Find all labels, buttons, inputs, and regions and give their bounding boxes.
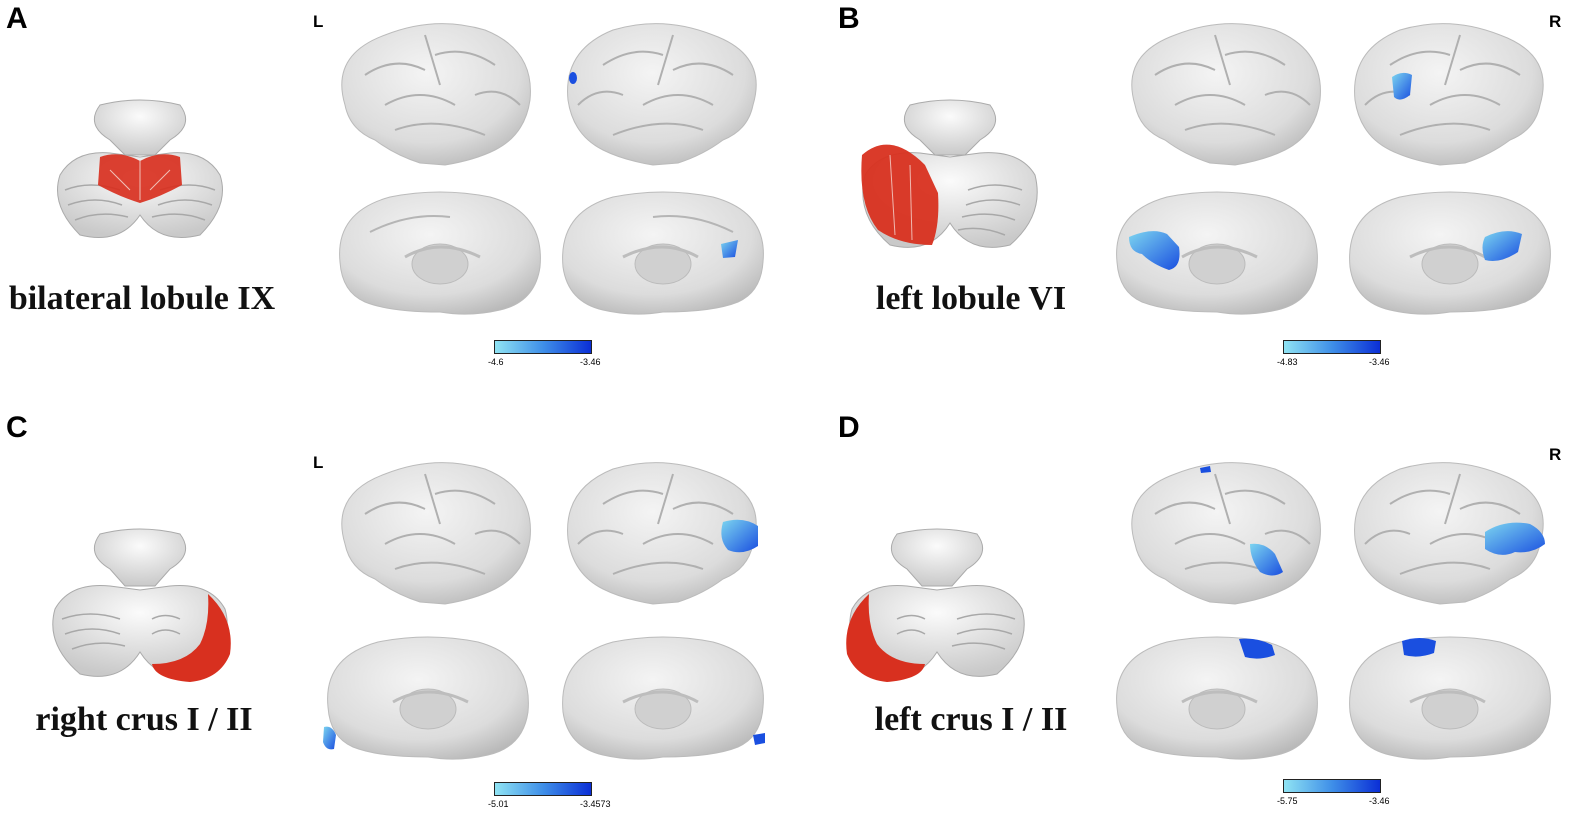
colorbar-min: -5.75	[1277, 796, 1298, 806]
colorbar-gradient	[494, 340, 592, 354]
region-label: bilateral lobule IX	[8, 280, 276, 317]
brain-medial-right	[1349, 191, 1551, 315]
panel-letter: D	[838, 411, 860, 444]
brain-lateral-right	[567, 23, 757, 166]
brain-lateral-left	[1131, 23, 1321, 166]
cerebellum-model	[846, 528, 1025, 682]
panel-letter: C	[6, 411, 28, 444]
hemisphere-label: R	[1549, 12, 1562, 31]
brain-lateral-right	[1354, 462, 1545, 605]
colorbar-max: -3.46	[580, 357, 601, 367]
colorbar-min: -4.83	[1277, 357, 1298, 367]
colorbar-gradient	[1283, 779, 1381, 793]
colorbar-max: -3.4573	[580, 799, 611, 809]
brain-medial-right	[562, 191, 764, 315]
colorbar-max: -3.46	[1369, 357, 1390, 367]
brain-medial-left	[1116, 191, 1318, 315]
hemisphere-label: L	[313, 453, 324, 472]
hemisphere-label: L	[313, 12, 324, 31]
colorbar-gradient	[494, 782, 592, 796]
brain-lateral-left	[341, 23, 531, 166]
colorbar-min: -5.01	[488, 799, 509, 809]
panel-c: C L right crus I / II	[0, 409, 791, 818]
brain-lateral-right	[1354, 23, 1544, 166]
region-label: left lobule VI	[875, 280, 1067, 317]
panel-a: A L bilateral lobule IX	[0, 0, 791, 409]
colorbar-min: -4.6	[488, 357, 504, 367]
panel-d: D R left crus I / II	[832, 409, 1582, 818]
region-label: left crus I / II	[874, 701, 1068, 738]
colorbar-max: -3.46	[1369, 796, 1390, 806]
panel-b: B R left lobule VI	[832, 0, 1582, 409]
brain-medial-left	[1116, 636, 1318, 760]
brain-medial-right	[562, 636, 765, 760]
brain-medial-right	[1349, 636, 1551, 760]
hemisphere-label: R	[1549, 445, 1562, 464]
cerebellum-model	[861, 99, 1038, 248]
brain-medial-left	[339, 191, 541, 315]
cerebellum-model	[57, 99, 223, 238]
colorbar-gradient	[1283, 340, 1381, 354]
brain-medial-left	[323, 636, 529, 760]
cerebellum-model	[52, 528, 231, 682]
panel-letter: B	[838, 2, 860, 35]
brain-lateral-left	[341, 462, 531, 605]
brain-lateral-left	[1131, 462, 1321, 605]
panel-letter: A	[6, 2, 28, 35]
brain-lateral-right	[567, 462, 758, 605]
region-label: right crus I / II	[35, 701, 253, 738]
